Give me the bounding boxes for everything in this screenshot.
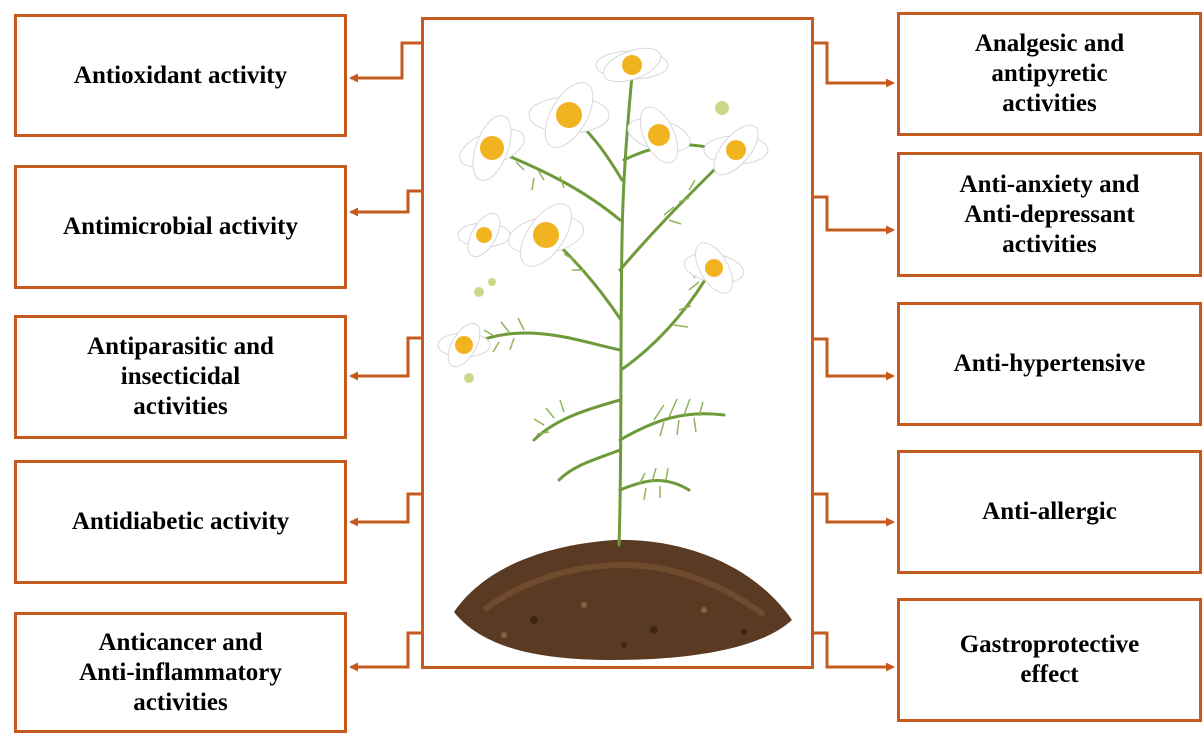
activity-box-anti-allergic: Anti-allergic xyxy=(897,450,1202,574)
arrow-to-analgesic xyxy=(814,41,895,88)
arrow-to-antioxidant xyxy=(349,41,421,83)
activity-box-antiparasitic: Antiparasitic and insecticidal activitie… xyxy=(14,315,347,439)
activity-box-antioxidant: Antioxidant activity xyxy=(14,14,347,137)
arrow-to-antiparasitic xyxy=(349,336,421,381)
plant-leaves xyxy=(483,161,704,501)
activity-box-antimicrobial: Antimicrobial activity xyxy=(14,165,347,289)
arrow-to-anti-allergic xyxy=(814,492,895,527)
activity-label: Analgesic and antipyretic activities xyxy=(974,30,1125,117)
arrow-to-gastroprotective xyxy=(814,631,895,672)
activity-label: Anti-allergic xyxy=(982,498,1117,525)
soil-mound xyxy=(454,539,792,660)
activity-box-gastroprotective: Gastroprotective effect xyxy=(897,598,1202,722)
activity-label: Antimicrobial activity xyxy=(63,213,298,240)
chamomile-plant-icon xyxy=(437,47,792,660)
plant-image-frame xyxy=(421,17,814,669)
arrow-to-anti-hypertensive xyxy=(814,337,895,381)
activity-box-analgesic: Analgesic and antipyretic activities xyxy=(897,12,1202,136)
activity-label: Anticancer and Anti-inflammatory activit… xyxy=(79,628,282,716)
arrow-to-anticancer xyxy=(349,631,421,672)
activity-label: Antioxidant activity xyxy=(73,61,288,89)
activity-label: Anti-hypertensive xyxy=(953,350,1146,377)
activity-label: Antiparasitic and insecticidal activitie… xyxy=(87,333,274,420)
activity-label: Antidiabetic activity xyxy=(71,508,290,535)
chamomile-flowers xyxy=(437,47,769,383)
activity-box-anticancer: Anticancer and Anti-inflammatory activit… xyxy=(14,612,347,733)
arrow-to-antimicrobial xyxy=(349,189,421,217)
activity-box-anti-hypertensive: Anti-hypertensive xyxy=(897,302,1202,426)
activity-label: Anti-anxiety and Anti-depressant activit… xyxy=(959,170,1140,258)
arrow-to-anti-anxiety xyxy=(814,195,895,235)
arrow-to-antidiabetic xyxy=(349,492,421,527)
activity-box-antidiabetic: Antidiabetic activity xyxy=(14,460,347,584)
activity-label: Gastroprotective effect xyxy=(959,631,1140,688)
activity-box-anti-anxiety: Anti-anxiety and Anti-depressant activit… xyxy=(897,152,1202,277)
